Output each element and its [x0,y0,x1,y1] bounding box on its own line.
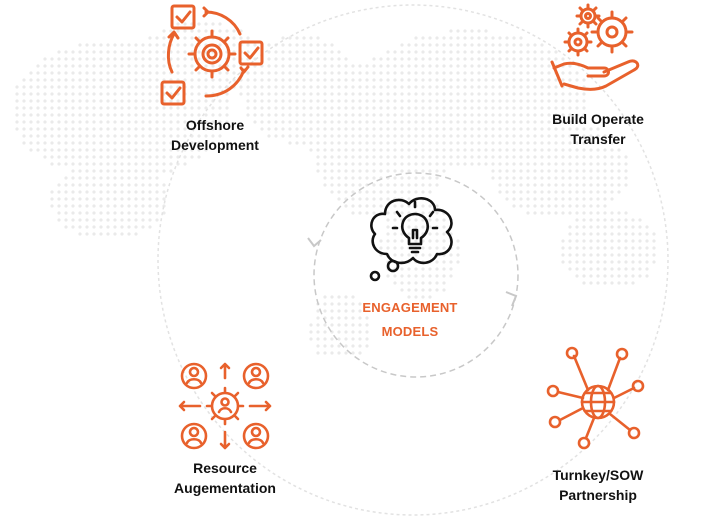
outer-ring [157,4,669,516]
inner-ring-arrow-left [307,237,322,248]
center-title: ENGAGEMENT MODELS [362,300,458,339]
inner-ring [313,172,519,378]
people-network-gear-icon [178,362,272,450]
turnkey-sow-partnership-label: Turnkey/SOW Partnership [552,467,644,503]
gear-cycle-checklist-icon [160,4,264,106]
inner-ring-arrow-right [505,291,518,307]
globe-network-icon [546,346,645,450]
build-operate-transfer-label: Build Operate Transfer [552,111,644,147]
offshore-development-label: Offshore Development [171,117,259,153]
resource-augementation-label: Resource Augementation [174,460,276,496]
lightbulb-thought-cloud-icon [369,197,453,282]
hand-gears-icon [550,3,640,91]
